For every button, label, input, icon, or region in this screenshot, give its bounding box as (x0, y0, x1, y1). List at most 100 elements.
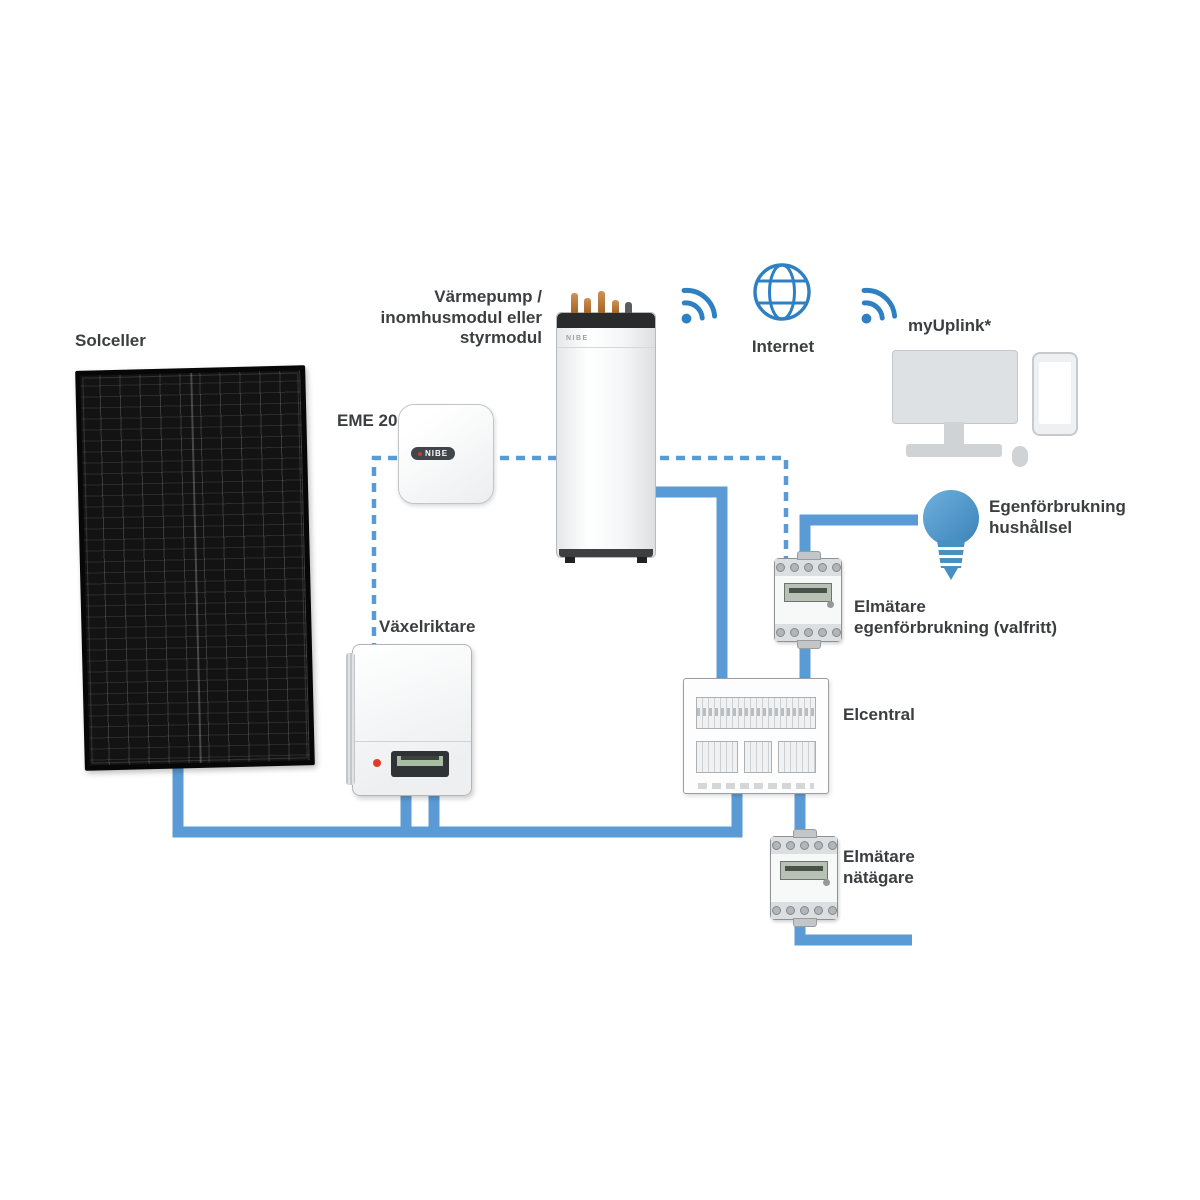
breaker-rail (696, 697, 816, 729)
terminal-dot (827, 841, 837, 850)
wire-heatpump-to-board (646, 486, 728, 686)
pipe-icon (584, 298, 591, 313)
nibe-logo-text: NIBE (425, 449, 449, 458)
inverter-display (391, 751, 449, 777)
heat-pump-label-line2: inomhusmodul eller (380, 307, 542, 327)
heat-pump-base (559, 549, 653, 557)
terminal-dot (771, 906, 781, 915)
inverter-label: Växelriktare (379, 617, 475, 638)
terminal-dot (789, 628, 799, 637)
meter-self-consumption-device (774, 551, 842, 649)
meter-grid-owner-line1: Elmätare (843, 847, 915, 866)
terminal-dot (831, 563, 841, 572)
terminal-dot (817, 563, 827, 572)
heat-pump-foot (637, 557, 647, 563)
wifi-signal-icon (861, 287, 898, 324)
terminal-dot (771, 841, 781, 850)
inverter-seam (353, 741, 471, 742)
meter-display (784, 583, 832, 602)
monitor-stand (944, 422, 964, 444)
eme20-label: EME 20 (337, 411, 397, 432)
heat-pump-device: NIBE (556, 291, 656, 563)
internet-label-text: Internet (751, 337, 815, 356)
meter-grid-owner-label: Elmätare nätägare (843, 847, 915, 888)
nibe-flame-icon (418, 451, 422, 456)
lightbulb-icon (923, 490, 979, 580)
inverter-label-text: Växelriktare (379, 617, 476, 636)
heat-pump-label-line1: Värmepump / (434, 287, 542, 306)
internet-label: Internet (740, 337, 826, 358)
mouse-icon (1012, 446, 1028, 467)
terminal-dot (785, 841, 795, 850)
meter-button (823, 879, 830, 886)
myuplink-label-text: myUplink* (908, 316, 992, 335)
meter-terminals (775, 559, 841, 576)
household-consumption-label: Egenförbrukning hushållsel (989, 497, 1126, 538)
distribution-board-label: Elcentral (843, 705, 915, 726)
heat-pump-label: Värmepump / inomhusmodul eller styrmodul (330, 287, 542, 349)
meter-mount-tab (793, 829, 817, 838)
inverter-device (346, 644, 472, 796)
pipe-icon (625, 302, 632, 313)
breaker-module (778, 741, 816, 773)
terminal-dot (813, 906, 823, 915)
meter-display (780, 861, 828, 880)
nibe-logo-text: NIBE (566, 335, 589, 342)
solar-panel-illustration (75, 365, 315, 771)
meter-mount-tab (793, 918, 817, 927)
nibe-logo: NIBE (411, 447, 456, 460)
inverter-status-led (373, 759, 381, 767)
eme20-label-text: EME 20 (337, 411, 398, 430)
internet-globe-icon (753, 263, 811, 321)
terminal-dot (803, 563, 813, 572)
board-markings (698, 783, 814, 789)
meter-self-consumption-line2: egenförbrukning (valfritt) (854, 617, 1058, 637)
meter-terminals (771, 837, 837, 854)
meter-grid-owner-device (770, 829, 838, 927)
terminal-dot (799, 906, 809, 915)
terminal-dot (813, 841, 823, 850)
wire-solar-to-board (172, 742, 743, 838)
breaker-toggles (697, 708, 815, 716)
terminal-dot (775, 563, 785, 572)
distribution-board-label-text: Elcentral (843, 705, 915, 724)
heat-pump-label-line3: styrmodul (459, 328, 542, 348)
breaker-module (696, 741, 738, 773)
terminal-dot (817, 628, 827, 637)
smartphone-icon (1032, 352, 1078, 436)
eme20-device: NIBE (398, 404, 494, 504)
meter-button (827, 601, 834, 608)
heat-pump-seam (557, 347, 655, 348)
household-consumption-line1: Egenförbrukning (989, 497, 1126, 516)
inverter-heatsink-fins (346, 653, 355, 785)
heat-pump-top-cap (557, 313, 655, 328)
terminal-dot (827, 906, 837, 915)
household-consumption-line2: hushållsel (989, 517, 1073, 537)
meter-self-consumption-label: Elmätare egenförbrukning (valfritt) (854, 597, 1057, 638)
smartphone-screen (1039, 362, 1071, 424)
myuplink-label: myUplink* (908, 316, 991, 337)
distribution-board-device (683, 678, 829, 794)
meter-mount-tab (797, 640, 821, 649)
terminal-dot (799, 841, 809, 850)
pipe-icon (598, 291, 605, 313)
heat-pump-foot (565, 557, 575, 563)
solar-panel-label: Solceller (75, 331, 146, 352)
meter-grid-owner-line2: nätägare (843, 867, 914, 887)
keyboard-icon (906, 444, 1002, 457)
terminal-dot (789, 563, 799, 572)
wifi-signal-icon (681, 287, 718, 324)
terminal-dot (831, 628, 841, 637)
meter-terminals (771, 902, 837, 919)
pipe-icon (612, 300, 619, 313)
terminal-dot (785, 906, 795, 915)
meter-self-consumption-line1: Elmätare (854, 597, 926, 616)
breaker-module (744, 741, 772, 773)
pipe-icon (571, 293, 578, 313)
solar-panel-label-text: Solceller (75, 331, 146, 350)
meter-terminals (775, 624, 841, 641)
terminal-dot (775, 628, 785, 637)
monitor-icon (892, 350, 1018, 424)
meter-mount-tab (797, 551, 821, 560)
